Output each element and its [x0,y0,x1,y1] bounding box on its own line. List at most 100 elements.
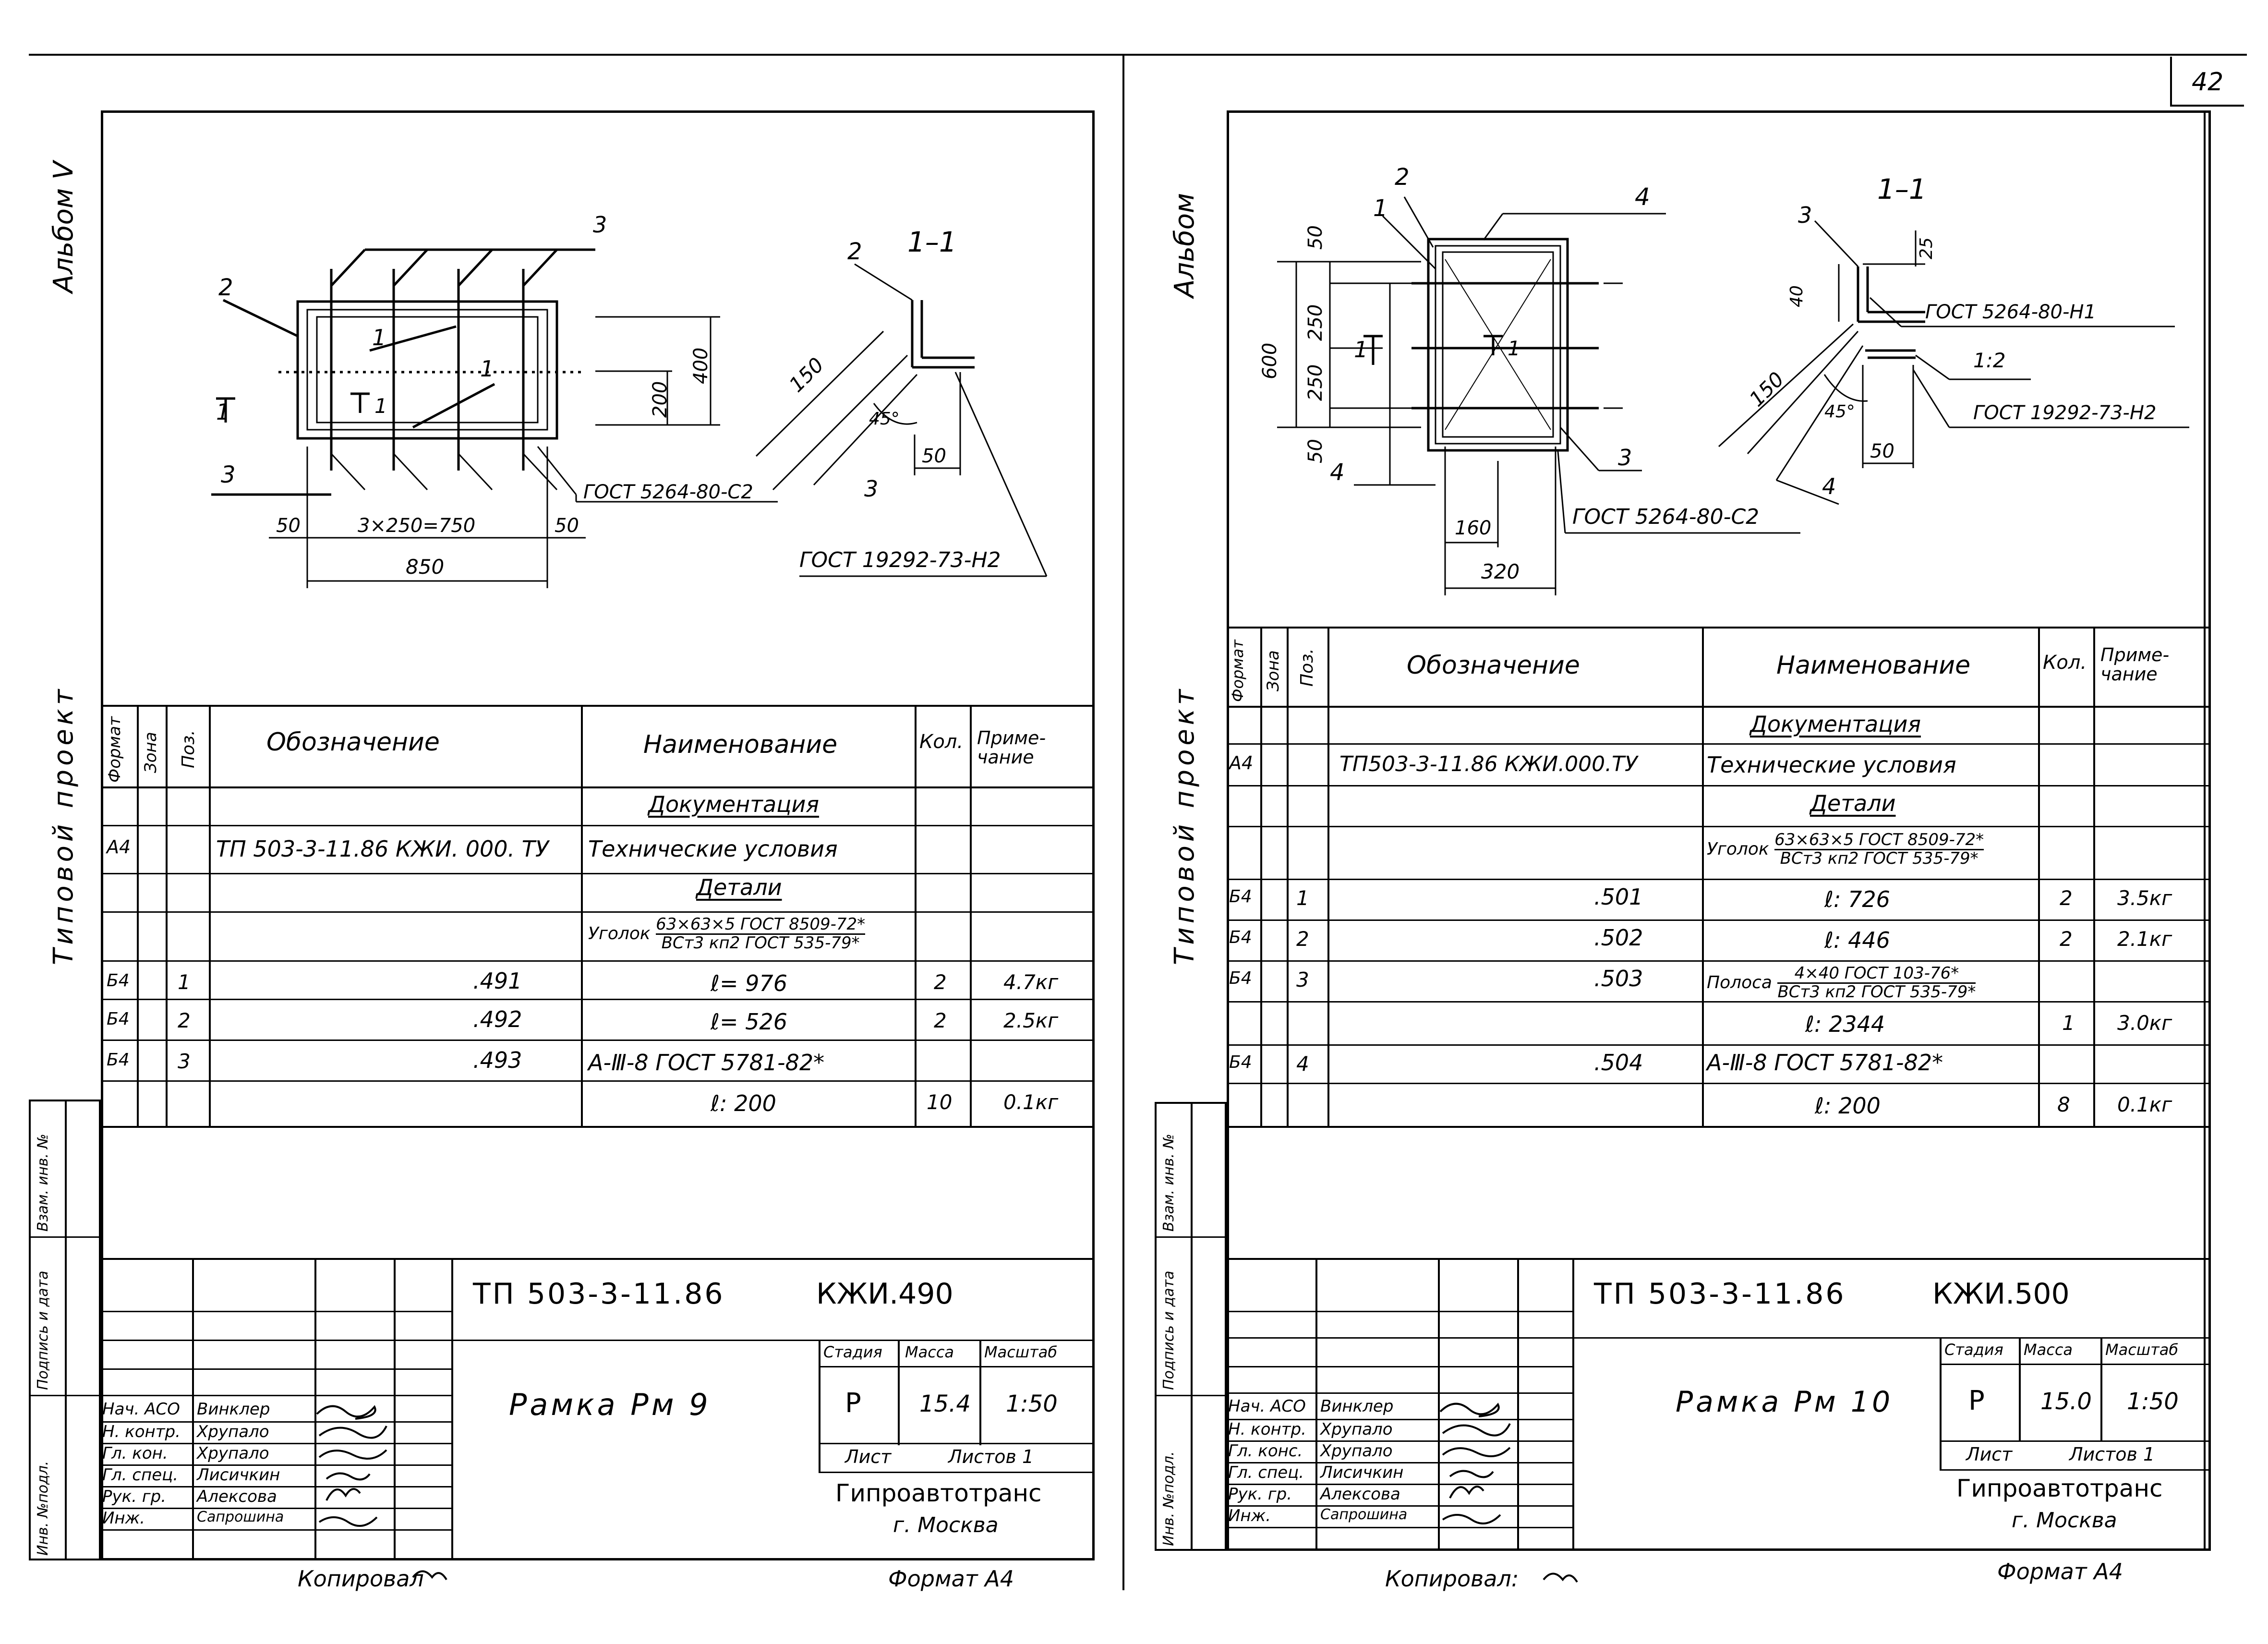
r-tb-role-6: Инж. [1228,1506,1271,1525]
r-row1-qty: 2 [2060,886,2073,910]
r-row3-format: Б4 [1229,968,1252,988]
hdr-format: Формат [105,716,124,783]
sheet-frame [101,110,1095,1560]
hdr-name: Наименование [643,730,838,759]
r-row2-note: 2.1кг [2117,927,2172,951]
tb-role-3: Гл. кон. [102,1444,168,1463]
dim-50-right: 50 [555,515,579,537]
drawing-label-3-left: 3 [221,461,236,488]
r-row1-designation: .501 [1594,884,1643,910]
tb-stage: Р [845,1388,861,1419]
drawing-label-3-top: 3 [593,212,607,238]
material-bottom: ВСт3 кп2 ГОСТ 535-79* [661,933,860,953]
hdr-designation: Обозначение [266,728,440,757]
r-label-1: 1 [1373,195,1388,222]
row4-note: 0.1кг [1003,1090,1059,1114]
hdr-qty: Кол. [919,731,964,753]
r-row6-note: 0.1кг [2117,1093,2172,1116]
r-tb-name-1: Винклер [1320,1397,1394,1416]
r-tb-name-6: Сапрошина [1320,1506,1408,1523]
r-gost-weld: ГОСТ 19292-73-Н2 [1973,402,2157,424]
drawing-label-1a: 1 [372,325,386,351]
table-header-bottom [101,786,1095,788]
r-tb-mass: 15.0 [2040,1388,2092,1415]
tb-name-5: Алексова [197,1487,277,1506]
tb-scale-h: Масштаб [984,1343,1058,1361]
r-stamp-replace: Взам. инв. № [1160,1134,1177,1232]
hdr-zone: Зона [141,732,160,773]
row1-qty: 2 [934,970,947,994]
tb-doc: КЖИ.490 [816,1277,953,1311]
row3-name: А-Ⅲ-8 ГОСТ 5781-82* [588,1050,825,1076]
r-label-3: 3 [1618,445,1632,471]
center-divider [1122,54,1124,1590]
dim-3x250: 3×250=750 [358,515,476,537]
r-dim-250-a: 250 [1304,304,1327,341]
r-dim-600: 600 [1259,342,1281,379]
r-row1-format: Б4 [1229,887,1252,907]
tb-role-2: Н. контр. [102,1422,181,1441]
r-section-4: 4 [1822,473,1836,499]
r-hdr-qty: Кол. [2043,652,2087,674]
row3-format: Б4 [107,1050,130,1070]
tb-mass: 15.4 [919,1390,971,1417]
r-section-50: 50 [1870,440,1894,462]
r-row5-format: Б4 [1229,1052,1252,1072]
row1-designation: .491 [473,968,522,994]
row3-pos: 3 [178,1050,191,1073]
doc-name: Технические условия [588,836,838,862]
r-gost-bottom: ГОСТ 5264-80-С2 [1572,505,1760,529]
dim-50-left: 50 [276,515,301,537]
sheet-frame-right [1227,110,2211,1551]
section-docs: Документация [648,791,820,817]
section-parts: Детали [696,874,782,900]
r-row1-name: ℓ: 726 [1824,886,1890,912]
r-row3-pos: 3 [1296,968,1309,991]
r-dim-250-b: 250 [1304,364,1327,401]
r-tb-role-1: Нач. АСО [1228,1397,1306,1416]
r-hdr-designation: Обозначение [1407,651,1580,680]
dim-850: 850 [406,555,445,579]
r-row6-qty: 8 [2057,1093,2070,1116]
r-doc-name: Технические условия [1707,752,1956,778]
r-tb-code: ТП 503-3-11.86 [1594,1277,1846,1311]
tb-org: Гипроавтотранс [835,1479,1042,1507]
tb-city: г. Москва [893,1513,999,1537]
r-row3-designation: .503 [1594,966,1643,991]
r-stamp-sign: Подпись и дата [1160,1270,1177,1390]
r-row2-pos: 2 [1296,927,1309,951]
r-material1-prefix: Уголок [1707,839,1769,859]
row1-name: ℓ= 976 [711,970,787,996]
tb-scale: 1:50 [1006,1390,1058,1417]
series-label: Типовой проект [48,685,79,965]
r-dim-320: 320 [1481,560,1520,583]
r-stamp-inv: Инв. №подл. [1160,1451,1177,1546]
r-row2-designation: .502 [1594,925,1643,951]
stamp-inv: Инв. №подл. [35,1461,51,1556]
r-tb-scale: 1:50 [2127,1388,2179,1415]
row2-name: ℓ= 526 [711,1009,787,1035]
r-hdr-pos: Поз. [1297,648,1317,687]
stamp-sign: Подпись и дата [35,1270,51,1390]
r-tb-role-3: Гл. конс. [1228,1441,1303,1461]
row1-note: 4.7кг [1003,970,1059,994]
r-section-3: 3 [1798,202,1812,228]
r-tb-name-5: Алексова [1320,1485,1400,1504]
doc-format: А4 [107,836,131,858]
r-tb-name-4: Лисичкин [1320,1463,1404,1482]
r-tb-title: Рамка Рм 10 [1676,1385,1894,1419]
r-material2-row: Полоса 4×40 ГОСТ 103-76*ВСт3 кп2 ГОСТ 53… [1707,965,1976,1001]
r-tb-role-5: Рук. гр. [1228,1485,1292,1504]
r-tb-doc: КЖИ.500 [1932,1277,2070,1311]
r-section-title: 1–1 [1877,173,1927,206]
row2-designation: .492 [473,1006,522,1032]
r-material1-bottom: ВСт3 кп2 ГОСТ 535-79* [1780,848,1978,868]
r-section-mark-1a: 1 [1354,337,1368,363]
drawing-label-2: 2 [218,274,233,301]
tb-sheet: Лист [845,1446,892,1467]
r-dim-50-top: 50 [1304,225,1327,250]
section-mark-1b: 1 [374,394,387,418]
hdr-note: Приме- чание [977,727,1046,768]
r-row6-name: ℓ: 200 [1815,1093,1881,1119]
r-tb-city: г. Москва [2012,1508,2117,1533]
